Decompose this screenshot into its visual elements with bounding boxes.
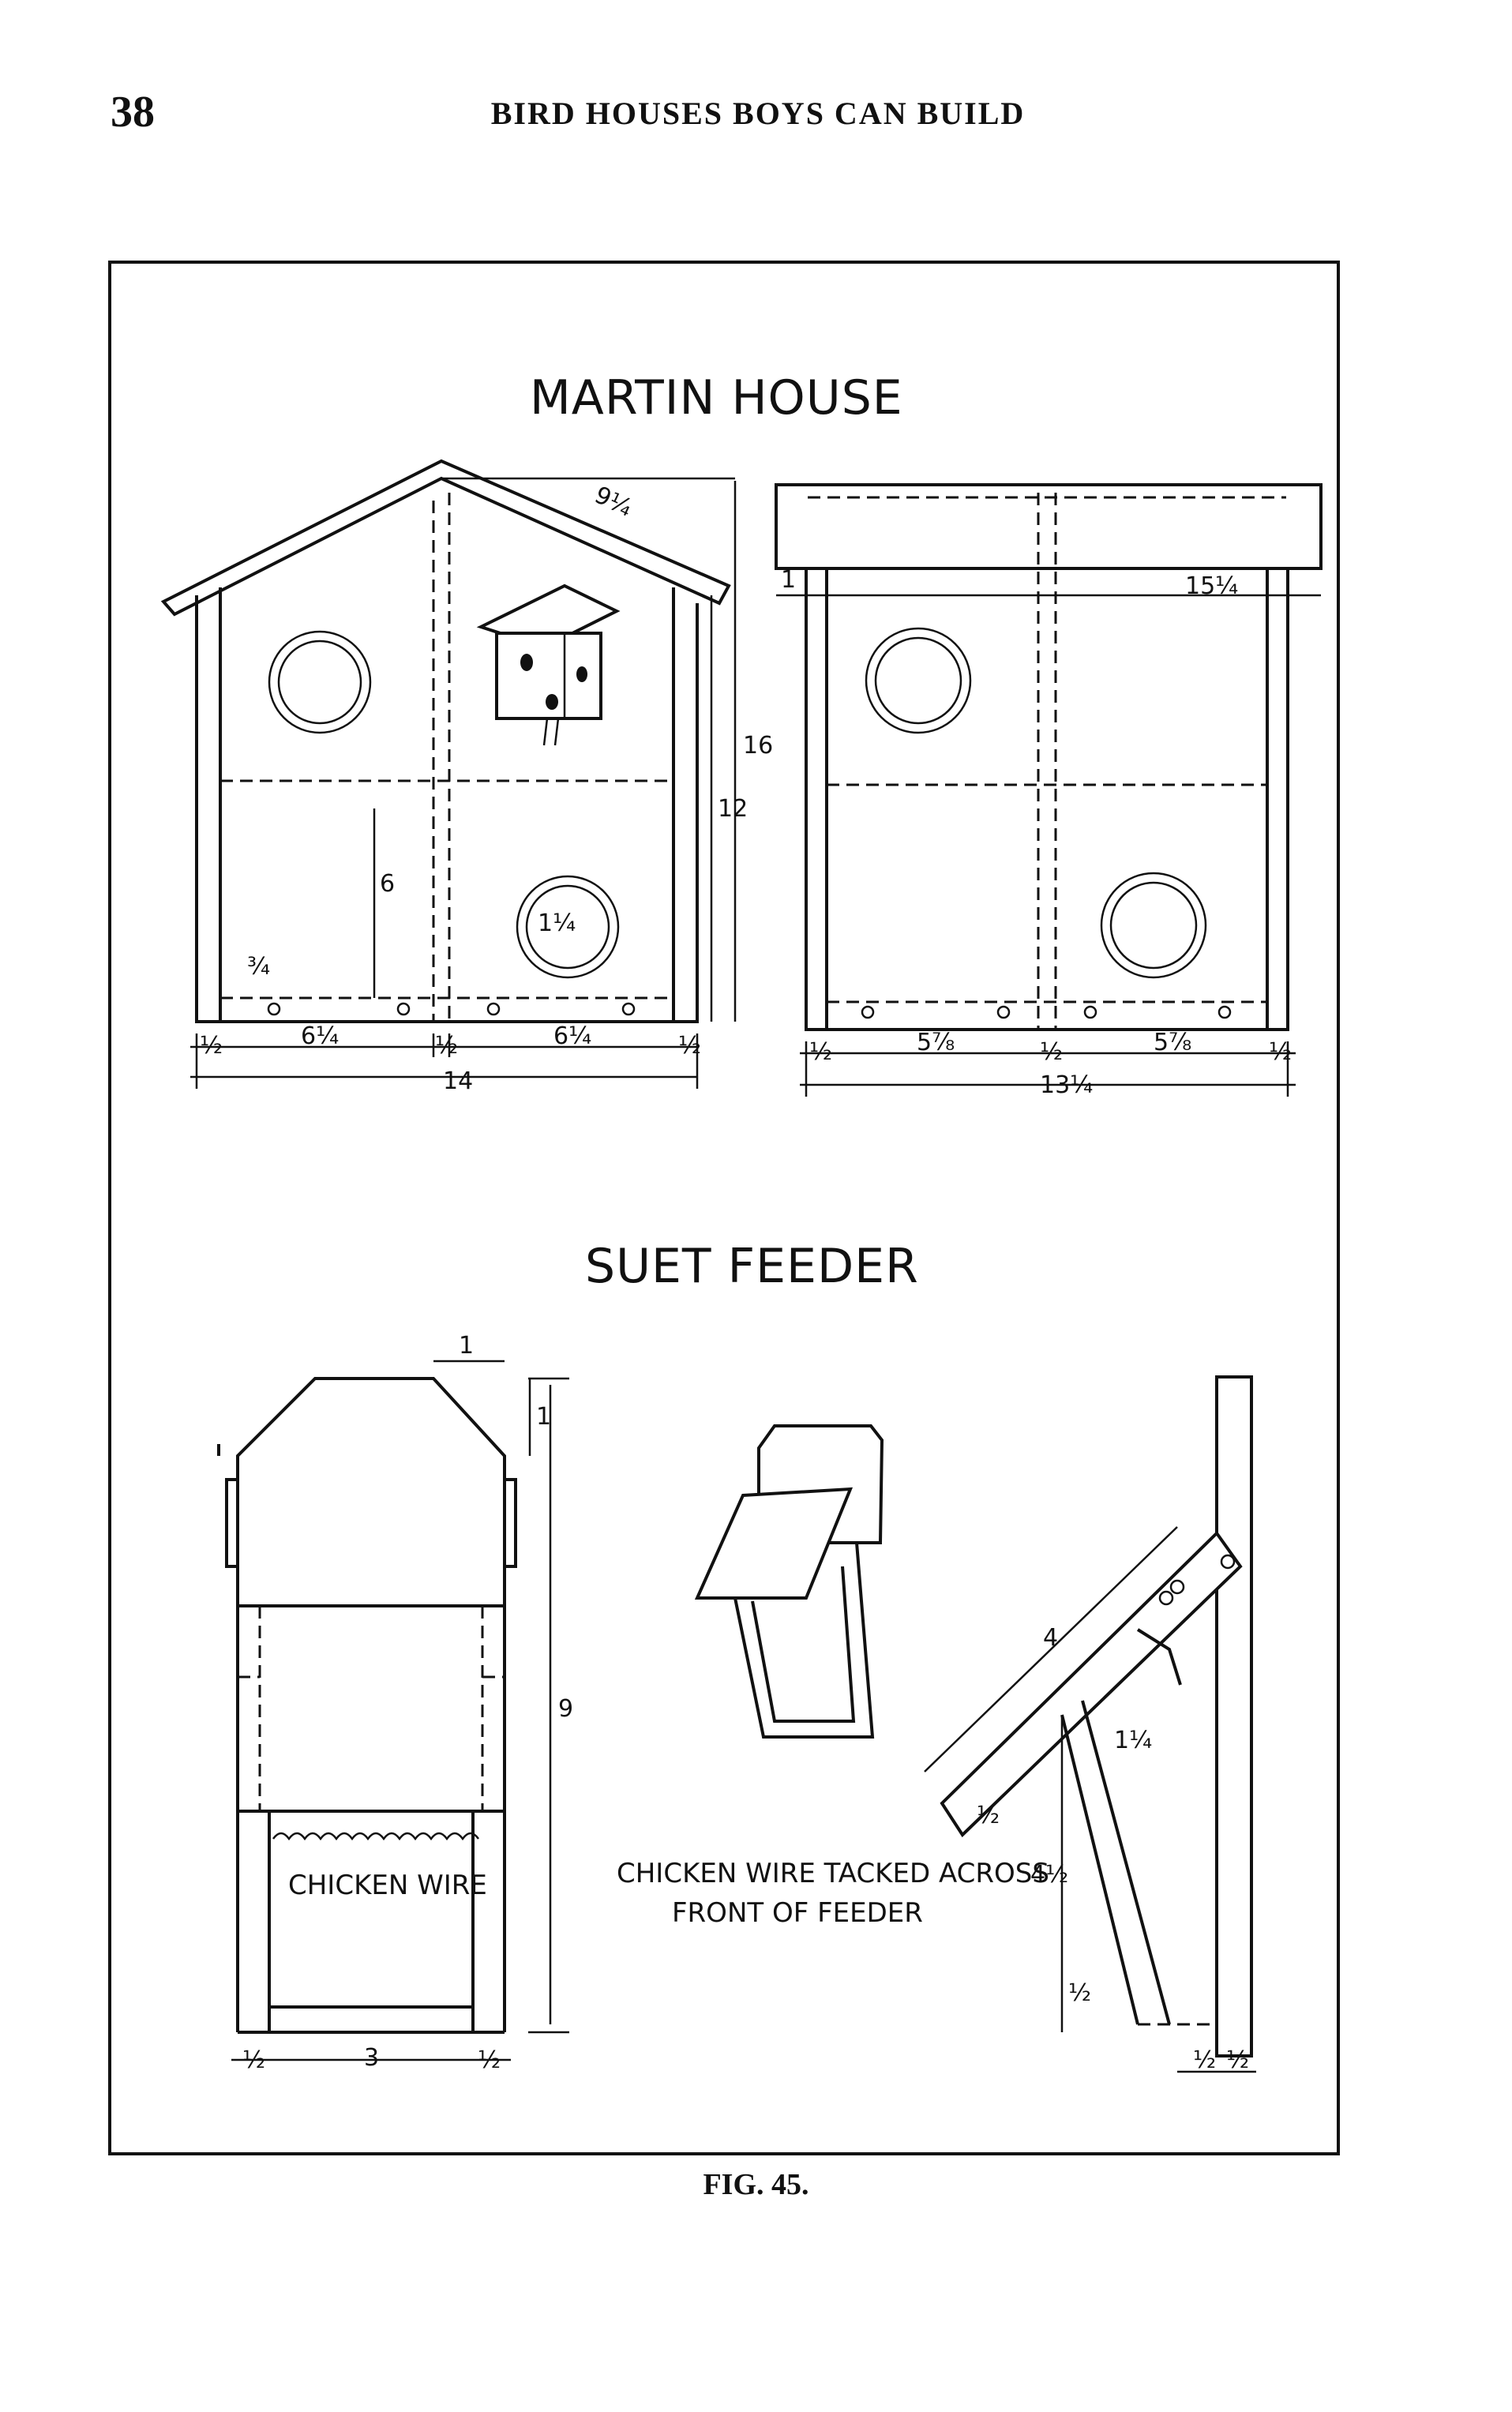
persp-roof-board <box>694 1487 854 1600</box>
front-outline <box>195 595 699 1023</box>
small-house-hole <box>546 694 558 710</box>
dim-mid-floor-label: 6 <box>380 870 395 898</box>
side-cleat <box>1136 1628 1182 1686</box>
dim-side-right-label: ½ <box>478 2046 501 2074</box>
side-front-leg <box>1060 1714 1139 2025</box>
dim-center-label: ½ <box>435 1032 458 1060</box>
side-roof <box>775 483 1323 570</box>
dim-span-left-label: 6¼ <box>301 1022 339 1050</box>
small-birdhouse-illustration <box>476 583 621 746</box>
dim-side-left-label: ½ <box>200 1032 223 1060</box>
dim-side-right-label: ½ <box>1269 1038 1292 1066</box>
dim-roof-label: 9¼ <box>591 482 636 523</box>
dim-depth-label: 15¼ <box>1185 572 1238 600</box>
page-number: 38 <box>111 88 155 137</box>
screw-icon <box>861 1005 875 1019</box>
screw-icon <box>1220 1554 1236 1570</box>
dim-height-total-label: 16 <box>743 732 773 760</box>
dim-inner-label: 3 <box>364 2044 379 2072</box>
dim-width-label: 13¼ <box>1040 1071 1093 1099</box>
dim-offset-label: 1¼ <box>1114 1727 1152 1754</box>
side-hole-upper-inner <box>874 636 962 725</box>
figure-plate: MARTIN HOUSE <box>108 261 1340 2155</box>
plate-drawing: MARTIN HOUSE <box>160 370 1323 2074</box>
side-roof-board <box>940 1530 1243 1838</box>
persp-frame-inner <box>751 1566 856 1723</box>
feeder-outline <box>236 1377 506 2032</box>
dim-bottom-label: ½ <box>1068 1979 1091 2007</box>
dim-base-right-label: ½ <box>1226 2046 1249 2074</box>
screw-icon <box>1158 1590 1174 1606</box>
suet-feeder-side-view: 4 ½ 1¼ 4½ ½ ½ ½ <box>924 1375 1256 2074</box>
suet-feeder-title: SUET FEEDER <box>585 1239 919 1294</box>
martin-house-side-view: 1 15¼ ½ 5⅞ ½ 5⅞ ½ 13¼ <box>775 483 1323 1099</box>
screw-icon <box>996 1005 1011 1019</box>
dim-base-left-label: ½ <box>1193 2046 1216 2074</box>
chicken-wire-label: CHICKEN WIRE <box>288 1870 487 1901</box>
small-house-hole <box>576 666 587 682</box>
dim-side-left-label: ½ <box>809 1038 832 1066</box>
dim-hole-label: 1¼ <box>538 910 576 937</box>
chicken-wire-note-line1: CHICKEN WIRE TACKED ACROSS <box>617 1858 1049 1889</box>
screw-icon <box>486 1002 501 1016</box>
screw-icon <box>621 1002 636 1016</box>
dim-drop-label: 4½ <box>1030 1861 1068 1889</box>
suet-feeder-front-view: CHICKEN WIRE 1 1 9 ½ 3 ½ <box>217 1332 573 2074</box>
dim-sill-label: ¾ <box>247 953 270 981</box>
dim-height-wall-label: 12 <box>718 795 748 823</box>
small-house-hole <box>520 654 533 671</box>
suet-feeder: SUET FEEDER CHICKEN WIRE <box>217 1239 1256 2074</box>
front-hole-upper-inner <box>277 640 362 725</box>
suet-feeder-perspective-view <box>694 1424 884 1739</box>
front-hole-lower-outer <box>516 875 620 979</box>
dim-side-right-label: ½ <box>678 1032 701 1060</box>
dim-span-right-label: 6¼ <box>553 1022 591 1050</box>
side-outline <box>805 568 1289 1031</box>
chicken-wire-note-line2: FRONT OF FEEDER <box>672 1897 923 1929</box>
martin-house: MARTIN HOUSE <box>160 370 1323 1099</box>
front-roof <box>160 459 731 617</box>
dim-roof-thick-label: ½ <box>977 1802 1000 1829</box>
dim-overhang-label: 1 <box>781 566 796 594</box>
dim-chamfer-w-label: 1 <box>459 1332 474 1360</box>
martin-house-title: MARTIN HOUSE <box>530 370 903 426</box>
persp-frame <box>733 1542 875 1739</box>
dim-span-left-label: 5⅞ <box>917 1029 955 1056</box>
front-hole-upper-outer <box>268 630 372 734</box>
side-front-leg-2 <box>1081 1700 1171 2025</box>
screw-icon <box>267 1002 281 1016</box>
dim-center-label: ½ <box>1040 1038 1063 1066</box>
screw-icon <box>1169 1579 1185 1595</box>
screw-icon <box>1083 1005 1097 1019</box>
dim-width-label: 14 <box>443 1067 473 1095</box>
side-back-board <box>1215 1375 1253 2058</box>
dim-roof-len-label: 4 <box>1043 1624 1058 1652</box>
side-hole-lower-inner <box>1109 881 1198 970</box>
side-hole-upper-outer <box>865 627 972 734</box>
small-house-post <box>553 718 560 746</box>
feeder-side-cleat <box>225 1478 239 1568</box>
running-head: BIRD HOUSES BOYS CAN BUILD <box>490 96 1026 131</box>
side-hole-lower-outer <box>1100 872 1207 979</box>
martin-house-front-view: 9¼ 16 12 6 1¼ ¾ ½ 6¼ ½ 6¼ ½ 14 <box>160 459 773 1095</box>
dim-chamfer-h-label: 1 <box>536 1403 551 1431</box>
dim-side-left-label: ½ <box>242 2046 265 2074</box>
screw-icon <box>1217 1005 1232 1019</box>
small-house-post <box>542 718 549 746</box>
feeder-side-cleat <box>503 1478 517 1568</box>
figure-caption: FIG. 45. <box>703 2168 809 2201</box>
dim-span-right-label: 5⅞ <box>1154 1029 1191 1056</box>
screw-icon <box>396 1002 411 1016</box>
dim-line-roof <box>924 1526 1178 1772</box>
front-hole-lower-inner <box>525 884 610 970</box>
chicken-wire-top <box>272 1832 480 1841</box>
dim-height-label: 9 <box>558 1695 573 1723</box>
